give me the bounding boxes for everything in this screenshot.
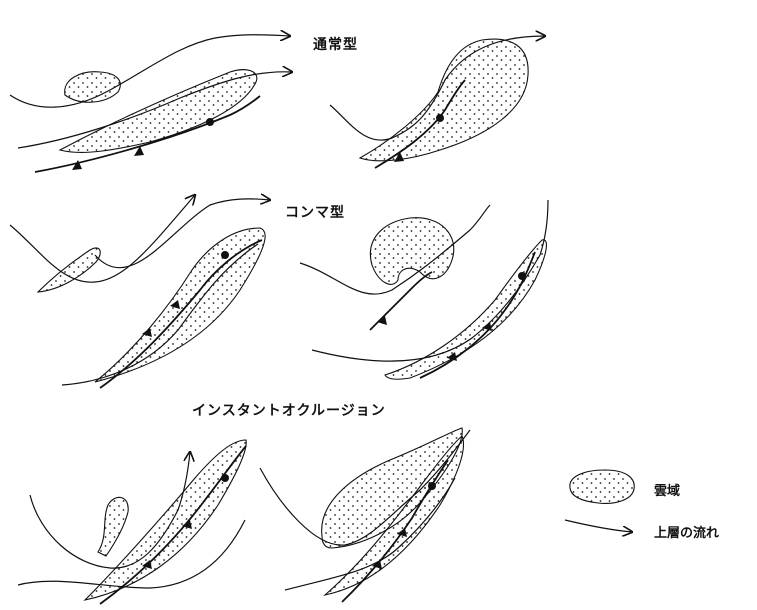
cloud-area — [65, 72, 121, 102]
section-title-instant-occlusion: インスタントオクルージョン — [192, 400, 386, 420]
cloud-area — [360, 39, 528, 161]
legend-flow-label: 上層の流れ — [654, 522, 719, 541]
warm-front-symbol — [206, 118, 214, 126]
warm-front-symbol — [518, 272, 526, 280]
cloud-area — [38, 248, 100, 292]
warm-front-symbol — [221, 251, 229, 259]
warm-front-symbol — [428, 482, 436, 490]
cloud-area — [95, 228, 265, 382]
warm-front-symbol — [436, 114, 444, 122]
upper-flow-arrow — [10, 195, 195, 282]
legend-cloud-label: 雲域 — [654, 480, 680, 499]
cloud-area — [98, 497, 128, 556]
warm-front-symbol — [221, 474, 229, 482]
cloud-area — [370, 218, 453, 285]
legend-cloud-symbol — [570, 470, 634, 503]
section-title-normal: 通常型 — [313, 34, 358, 54]
legend-flow-symbol — [565, 520, 632, 532]
section-title-comma: コンマ型 — [285, 202, 345, 222]
